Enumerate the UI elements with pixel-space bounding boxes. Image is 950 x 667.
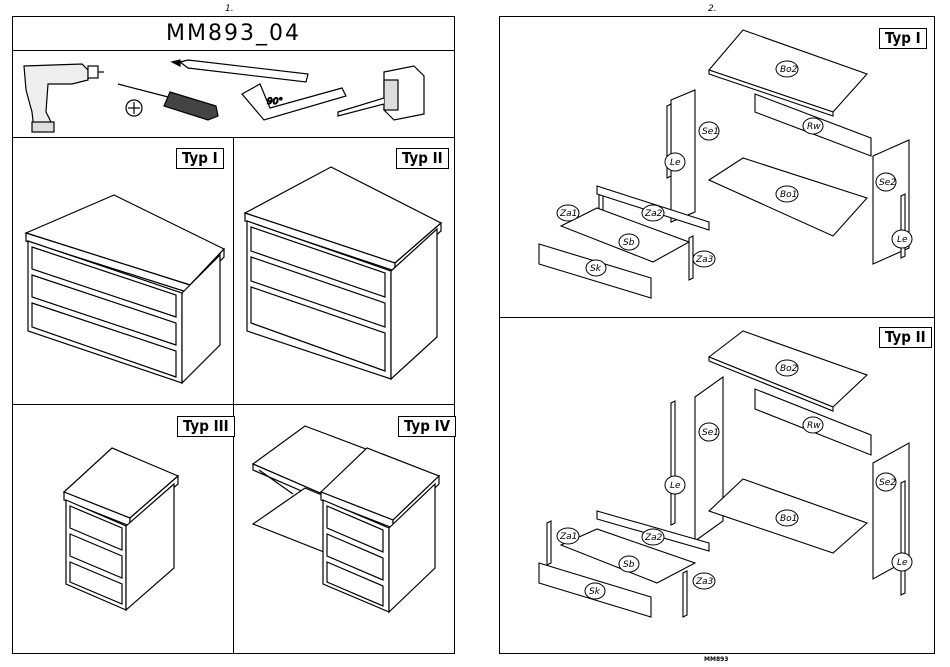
svg-text:Rw: Rw: [807, 421, 821, 431]
exploded-view-type-1: Bo2 Rw Se1 Le Bo1 Se2 Le Za1 Za2 Sb Za3 …: [499, 16, 935, 317]
part-za1-label: Za1: [557, 528, 579, 544]
svg-text:Sk: Sk: [589, 587, 601, 597]
part-le-label-1: Le: [665, 476, 685, 494]
tools-illustration: 90°: [12, 50, 455, 137]
svg-text:Le: Le: [670, 158, 681, 168]
part-le-label-1: Le: [665, 153, 685, 171]
part-se1-label: Se1: [699, 122, 719, 140]
part-sk-label: Sk: [585, 583, 605, 599]
svg-text:Za1: Za1: [559, 532, 577, 542]
part-bo2-label: Bo2: [776, 360, 798, 376]
svg-text:Sb: Sb: [623, 238, 635, 248]
part-za3-label: Za3: [693, 573, 715, 589]
svg-text:Se1: Se1: [702, 428, 719, 438]
part-za3-label: Za3: [693, 251, 715, 267]
part-le-label-2: Le: [892, 553, 912, 571]
tape-measure-icon: [338, 66, 424, 120]
part-sk-label: Sk: [586, 260, 606, 276]
document-title: MM893_04: [12, 21, 455, 46]
square-tool-icon: 90°: [242, 84, 346, 120]
svg-text:Za2: Za2: [644, 533, 663, 543]
angle-label: 90°: [267, 97, 283, 107]
part-bo1-label: Bo1: [776, 186, 798, 202]
footer-code: MM893: [704, 656, 728, 663]
page-number-1: 1.: [225, 4, 234, 14]
svg-text:Za3: Za3: [695, 255, 714, 265]
part-se2-label: Se2: [876, 473, 896, 491]
svg-text:Le: Le: [670, 481, 681, 491]
part-rw-label: Rw: [803, 118, 823, 134]
svg-text:Se2: Se2: [879, 178, 896, 188]
part-sb-label: Sb: [619, 556, 639, 572]
svg-text:Bo2: Bo2: [780, 364, 798, 374]
dresser-type-4: [233, 404, 455, 654]
part-bo2-label: Bo2: [776, 61, 798, 77]
svg-text:Se1: Se1: [702, 127, 719, 137]
svg-text:Le: Le: [897, 235, 908, 245]
screwdriver-icon: [118, 84, 218, 120]
dresser-type-2: [233, 137, 455, 404]
svg-text:Bo1: Bo1: [780, 514, 797, 524]
part-se2-label: Se2: [876, 173, 896, 191]
part-rw-label: Rw: [803, 417, 823, 433]
svg-text:Za1: Za1: [559, 209, 577, 219]
svg-text:Za3: Za3: [695, 577, 714, 587]
svg-text:Se2: Se2: [879, 478, 896, 488]
part-za1-label: Za1: [557, 205, 579, 221]
part-le-label-2: Le: [892, 230, 912, 248]
svg-text:Le: Le: [897, 558, 908, 568]
part-za2-label: Za2: [642, 205, 664, 221]
exploded-view-type-2: Bo2 Rw Se1 Le Bo1 Se2 Le Za1 Za2 Sb Za3 …: [499, 317, 935, 654]
dresser-type-1: [12, 137, 233, 404]
svg-text:Bo2: Bo2: [780, 65, 798, 75]
pencil-icon: [172, 60, 308, 82]
part-sb-label: Sb: [619, 234, 639, 250]
svg-text:Rw: Rw: [807, 122, 821, 132]
part-bo1-label: Bo1: [776, 510, 798, 526]
svg-text:Sb: Sb: [623, 560, 635, 570]
svg-text:Bo1: Bo1: [780, 190, 797, 200]
drill-icon: [24, 64, 104, 132]
svg-text:Sk: Sk: [590, 264, 602, 274]
part-se1-label: Se1: [699, 423, 719, 441]
page-number-2: 2.: [708, 4, 717, 14]
dresser-type-3: [12, 404, 233, 654]
part-za2-label: Za2: [642, 529, 664, 545]
svg-text:Za2: Za2: [644, 209, 663, 219]
